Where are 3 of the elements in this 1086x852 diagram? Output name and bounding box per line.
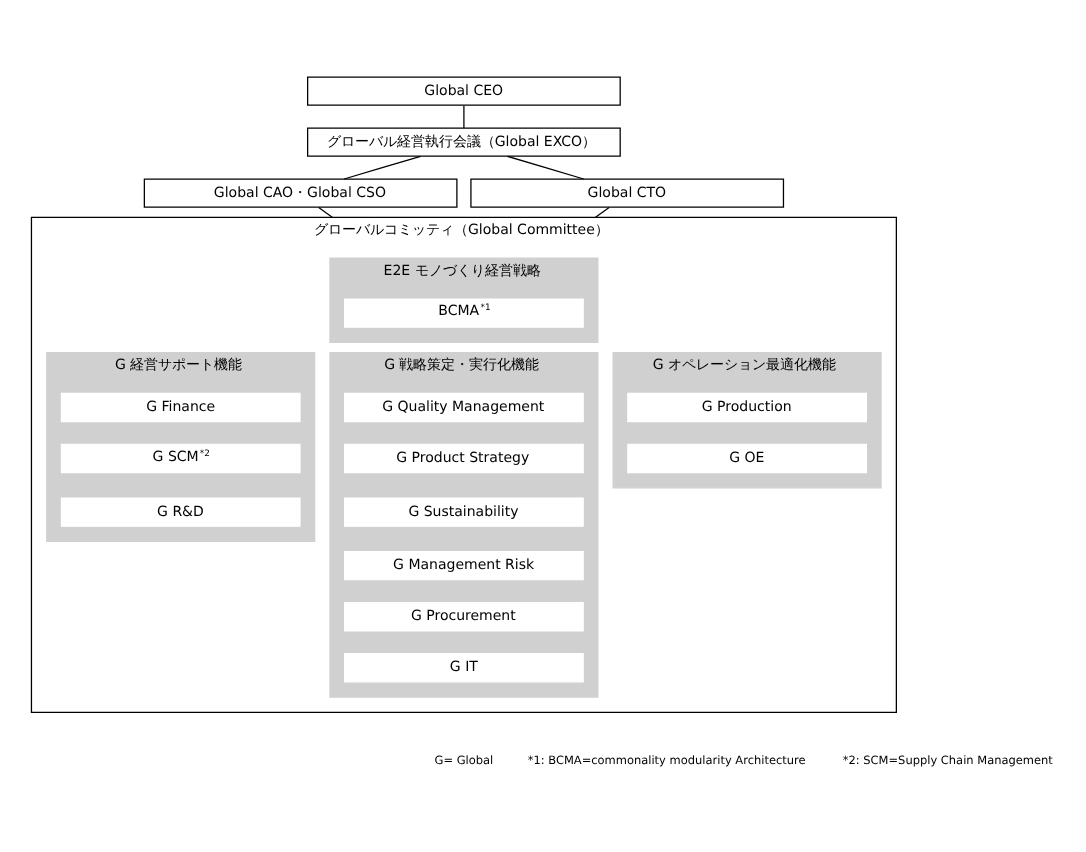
connector [594, 206, 610, 219]
connector [318, 206, 334, 219]
connector [463, 105, 465, 129]
